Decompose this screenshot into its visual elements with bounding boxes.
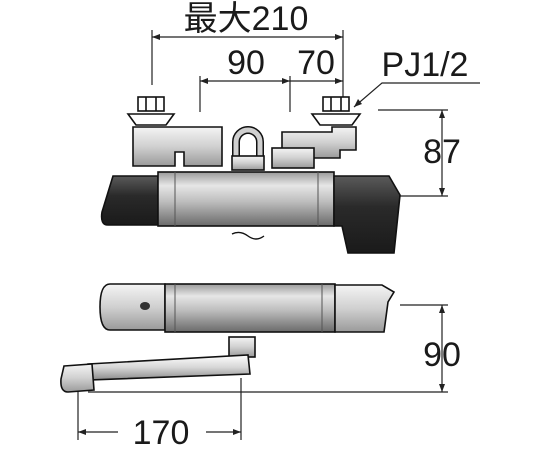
top-view xyxy=(60,283,396,393)
main-body-left-end xyxy=(100,175,159,226)
connection-label: PJ1/2 xyxy=(382,46,469,84)
dimension-height-bottom: 90 xyxy=(88,304,461,393)
left-control-box xyxy=(132,126,223,167)
break-line xyxy=(231,231,265,240)
dimension-spout-length: 170 xyxy=(77,378,242,450)
left-connector-nut xyxy=(126,96,176,126)
top-view-right-cap xyxy=(334,284,396,333)
dimension-height-top-label: 87 xyxy=(423,133,461,171)
dimension-span-right: 70 xyxy=(289,44,343,112)
main-body-center xyxy=(157,171,335,227)
dimension-max-total: 最大210 xyxy=(151,0,344,108)
dimension-spout-length-label: 170 xyxy=(133,414,190,450)
right-connector-nut xyxy=(310,96,362,126)
dimension-height-top: 87 xyxy=(378,109,461,197)
connection-callout: PJ1/2 xyxy=(353,46,480,108)
spout-tip xyxy=(60,363,95,393)
front-view xyxy=(100,96,401,254)
spout-swivel-joint xyxy=(228,336,256,358)
top-view-body xyxy=(164,283,336,333)
dimension-span-left: 90 xyxy=(199,44,290,112)
dimension-height-bottom-label: 90 xyxy=(423,336,461,374)
dimension-span-left-label: 90 xyxy=(227,44,265,82)
dimension-span-right-label: 70 xyxy=(297,44,335,82)
center-loop-handle xyxy=(231,126,265,171)
top-view-left-cap xyxy=(99,283,166,331)
indicator-dot xyxy=(140,302,150,310)
spout-arm xyxy=(87,354,251,381)
dimension-max-total-label: 最大210 xyxy=(184,0,309,38)
right-valve-cap xyxy=(271,147,315,169)
main-body-right-end xyxy=(333,175,401,254)
